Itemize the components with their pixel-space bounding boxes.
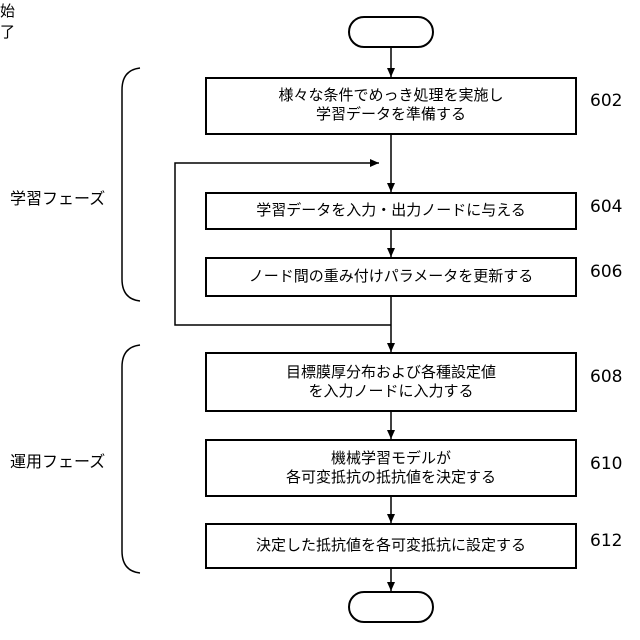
step-608-ref: 608 <box>590 367 622 388</box>
step-608-text: 目標膜厚分布および各種設定値 を入力ノードに入力する <box>286 363 496 401</box>
step-610-line-1: 機械学習モデルが <box>286 449 496 468</box>
operation-phase-brace <box>122 345 140 573</box>
step-612-text: 決定した抵抗値を各可変抵抗に設定する <box>256 536 526 555</box>
start-label: 開始 <box>0 0 320 21</box>
step-610-ref: 610 <box>590 454 622 475</box>
step-612-ref: 612 <box>590 531 622 552</box>
end-label: 終了 <box>0 21 320 42</box>
step-606-line-1: ノード間の重み付けパラメータを更新する <box>249 267 534 286</box>
operation-phase-label: 運用フェーズ <box>10 452 105 472</box>
start-terminal <box>349 17 433 47</box>
step-608-line-1: 目標膜厚分布および各種設定値 <box>286 363 496 382</box>
learning-phase-label: 学習フェーズ <box>10 189 105 209</box>
end-terminal <box>349 592 433 622</box>
step-606-ref: 606 <box>590 262 622 283</box>
step-604-text: 学習データを入力・出力ノードに与える <box>256 201 526 220</box>
step-608-line-2: を入力ノードに入力する <box>286 382 496 401</box>
step-606-text: ノード間の重み付けパラメータを更新する <box>249 267 534 286</box>
step-602-line-2: 学習データを準備する <box>278 105 503 124</box>
step-602-line-1: 様々な条件でめっき処理を実施し <box>278 86 503 105</box>
step-610-text: 機械学習モデルが 各可変抵抗の抵抗値を決定する <box>286 449 496 487</box>
learning-phase-brace <box>122 68 140 301</box>
step-602-text: 様々な条件でめっき処理を実施し 学習データを準備する <box>278 86 503 124</box>
step-602-ref: 602 <box>590 91 622 112</box>
loop-arrow <box>175 163 391 325</box>
step-610-line-2: 各可変抵抗の抵抗値を決定する <box>286 468 496 487</box>
step-612-line-1: 決定した抵抗値を各可変抵抗に設定する <box>256 536 526 555</box>
step-604-line-1: 学習データを入力・出力ノードに与える <box>256 201 526 220</box>
step-604-ref: 604 <box>590 197 622 218</box>
